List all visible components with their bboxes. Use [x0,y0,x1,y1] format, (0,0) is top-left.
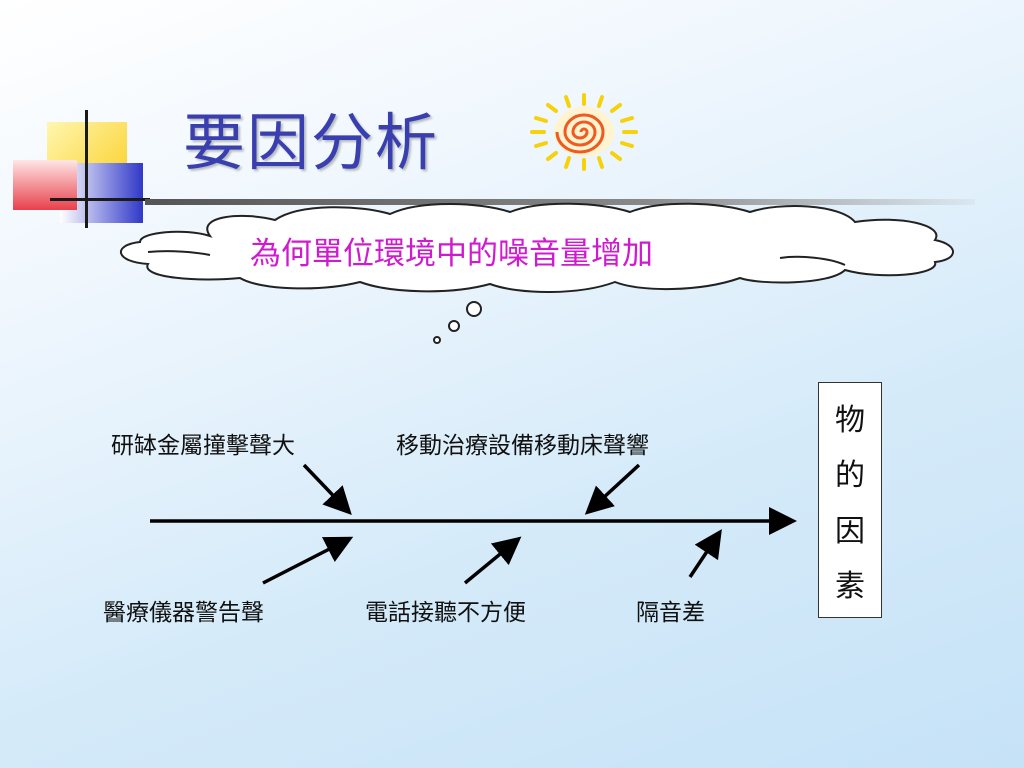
cause-label: 研缽金屬撞擊聲大 [111,433,295,459]
effect-char: 物 [835,402,865,438]
bone-bottom-3 [688,529,722,578]
sun-spiral-icon [530,93,638,171]
horizontal-rule-short [50,198,150,201]
bone-top-1 [302,463,352,516]
cause-label: 移動治療設備移動床聲響 [396,433,649,459]
bone-top-2 [584,463,641,515]
effect-char: 的 [835,458,865,494]
page-title: 要因分析 [183,106,440,179]
red-square [13,160,77,210]
cause-label: 醫療儀器警告聲 [103,600,264,626]
cloud-question-text: 為何單位環境中的噪音量增加 [250,236,653,272]
bone-bottom-2 [463,536,522,585]
vertical-rule [85,110,88,228]
title-underline [145,199,975,205]
effect-char: 素 [835,569,865,605]
effect-box: 物 的 因 素 [818,382,882,618]
cause-label: 隔音差 [636,600,705,626]
effect-char: 因 [835,513,865,549]
bone-bottom-1 [262,536,354,585]
cause-label: 電話接聽不方便 [365,600,526,626]
